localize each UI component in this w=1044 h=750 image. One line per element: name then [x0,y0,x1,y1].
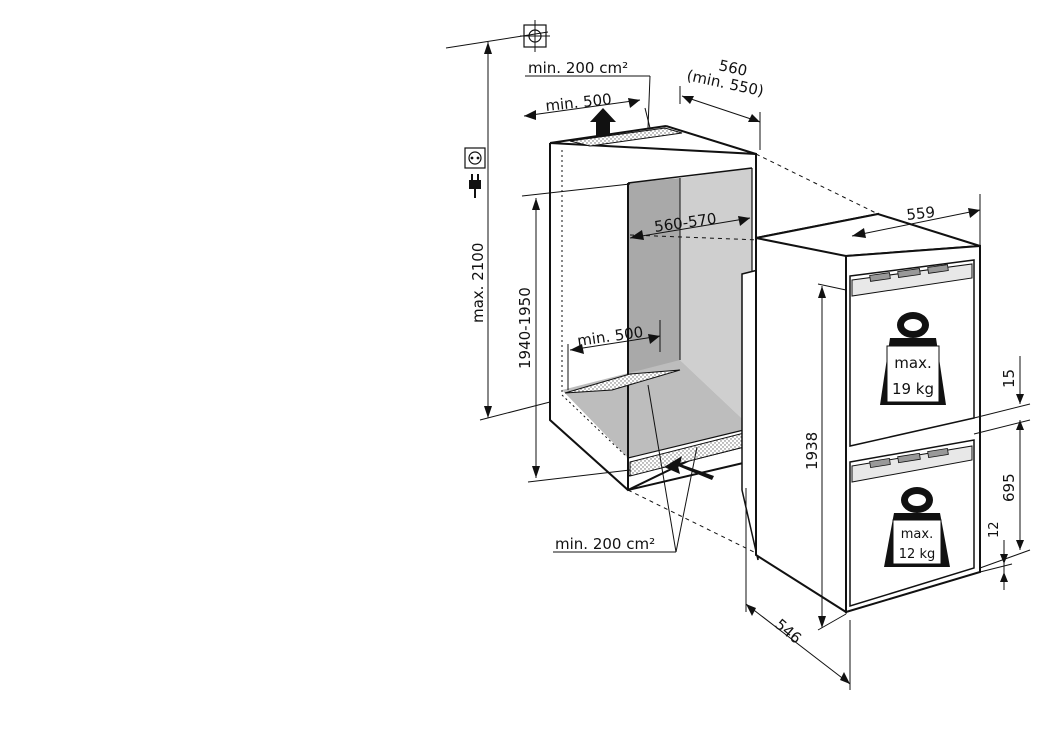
label-max-height: max. 2100 [469,243,487,323]
top-vent-grille [569,127,683,147]
arrowheads [484,42,1024,684]
top-airflow-arrow [590,108,616,136]
label-niche-height: 1940-1950 [516,287,534,369]
niche-back-wall [680,168,752,428]
upper-weight-icon: max. 19 kg [880,312,946,405]
bottom-airflow-arrow [664,456,714,480]
projection-lines [627,153,879,556]
floor-vent-grille [564,369,681,394]
lower-door [849,439,975,608]
lower-weight-icon: max. 12 kg [884,487,950,567]
label-appliance-height: 1938 [803,432,821,470]
lower-control-panel [851,445,973,483]
upper-control-panel [851,263,973,297]
power-socket-icon [464,147,486,169]
upper-weight-line2: 19 kg [892,380,934,398]
label-door-gap: 15 [1000,369,1018,388]
lower-weight-line2: 12 kg [899,547,935,562]
power-plug-icon [469,174,481,198]
label-vent-top-area: min. 200 cm² [528,59,628,77]
label-vent-bottom-area: min. 200 cm² [555,535,655,553]
label-lower-door-height: 695 [1000,473,1018,502]
label-appliance-depth: 546 [771,615,805,647]
fridge-appliance [741,212,981,614]
dimension-labels: min. 200 cm² min. 500 560 (min. 550) 560… [469,56,1018,647]
label-plinth-offset: 12 [987,521,1002,538]
niche-housing [549,125,757,492]
lower-weight-line1: max. [901,527,933,542]
label-niche-depth: 560 [717,56,749,80]
upper-weight-line1: max. [894,354,931,372]
dimension-lines [445,31,1031,690]
label-appliance-width: 559 [906,203,936,224]
